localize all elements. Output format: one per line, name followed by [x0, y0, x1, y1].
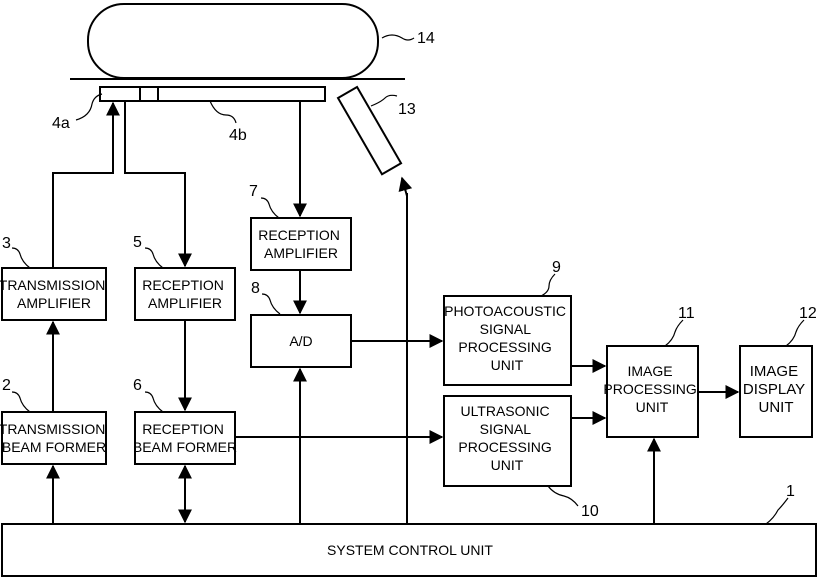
- leader-7: [261, 198, 279, 218]
- ref-4a: 4a: [52, 115, 70, 132]
- ref-4b: 4b: [229, 127, 247, 144]
- leader-10: [548, 486, 578, 506]
- reception-beam-former-box: [135, 412, 235, 464]
- system-control-unit-label: SYSTEM CONTROL UNIT: [327, 542, 493, 558]
- ref-1: 1: [786, 483, 795, 500]
- leader-11: [665, 320, 683, 346]
- ref-6: 6: [133, 377, 142, 394]
- leader-9: [541, 274, 555, 296]
- leader-4a: [76, 94, 102, 120]
- leader-12: [786, 320, 804, 346]
- transmission-amplifier-box: [2, 268, 106, 320]
- reception-amplifier-7-box: [251, 218, 351, 270]
- reception-amplifier-5-box: [135, 268, 235, 320]
- leader-1: [766, 498, 788, 524]
- leader-8: [262, 294, 280, 314]
- control-to-light-arrow-head: [402, 178, 407, 196]
- transmission-beam-former-box: [2, 412, 106, 464]
- ref-13: 13: [398, 101, 416, 118]
- ref-3: 3: [2, 235, 11, 252]
- leader-5: [145, 248, 163, 268]
- leader-6: [145, 392, 163, 412]
- ref-7: 7: [249, 183, 258, 200]
- ref-2: 2: [2, 377, 11, 394]
- ad-label: A/D: [289, 333, 312, 349]
- ref-10: 10: [581, 503, 599, 520]
- subject-body: [88, 4, 378, 78]
- leader-13: [371, 95, 397, 106]
- ref-14: 14: [417, 30, 435, 47]
- ref-5: 5: [133, 234, 142, 251]
- ref-12: 12: [799, 305, 817, 322]
- ref-9: 9: [552, 259, 561, 276]
- leader-14: [382, 35, 414, 40]
- ref-11: 11: [678, 305, 695, 322]
- probe-4a-element: [100, 87, 158, 101]
- leader-4b: [210, 101, 236, 123]
- light-source: [338, 87, 401, 174]
- ref-8: 8: [251, 280, 260, 297]
- leader-2: [12, 392, 30, 412]
- leader-3: [12, 248, 30, 268]
